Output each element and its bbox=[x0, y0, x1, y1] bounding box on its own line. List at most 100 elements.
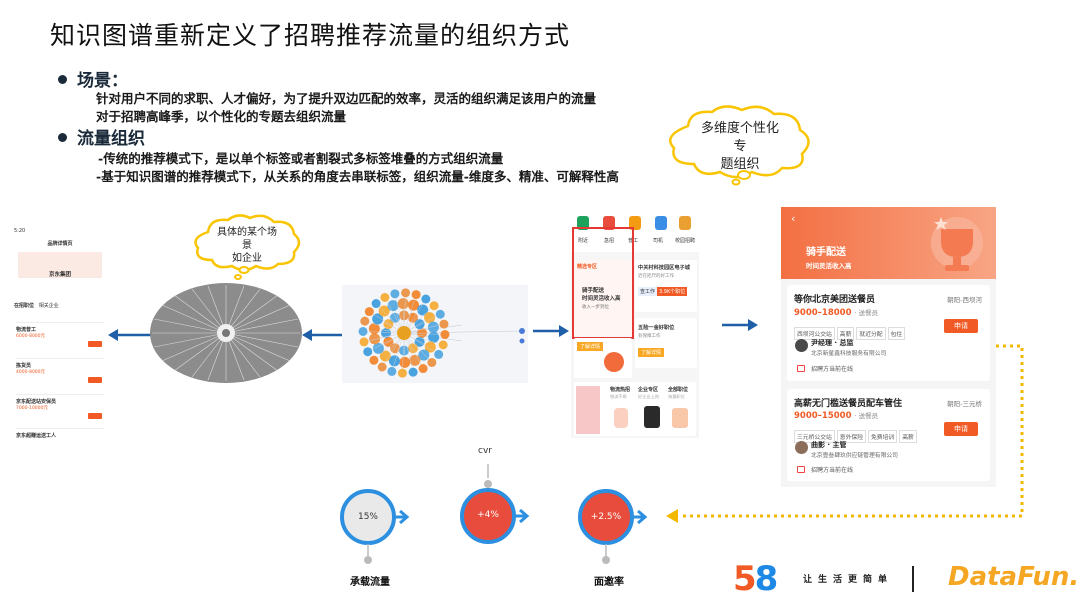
card-title: 中关村科技园区电子城 bbox=[638, 265, 690, 271]
card-title: 五险一金好职位 bbox=[638, 325, 675, 331]
job-salary: 9000–18000 bbox=[794, 308, 852, 318]
card-tech-park[interactable]: 中关村科技园区电子城 近在咫尺的好工作 查工作 3.9K个职位 bbox=[635, 260, 697, 312]
job-tags: 三元桥公交站意外保险免费培训高薪 bbox=[794, 424, 919, 443]
card-button[interactable]: 查工作 bbox=[638, 287, 658, 296]
metric-circle-traffic bbox=[340, 489, 410, 564]
metric-value-traffic: 15% bbox=[357, 512, 378, 522]
bottom-category-row: 物流热招 企业专区 全部职位 物流不断 好企业上岗 海量职位 bbox=[574, 382, 696, 436]
dotted-connector-arrow bbox=[666, 344, 1024, 523]
graph-node bbox=[372, 342, 384, 354]
phone-job-salary: 6000-8000元 bbox=[16, 334, 46, 339]
graph-node bbox=[390, 289, 400, 299]
graph-node bbox=[409, 354, 421, 366]
graph-node bbox=[372, 313, 384, 325]
graph-node bbox=[428, 331, 440, 343]
graph-node bbox=[369, 355, 379, 365]
chat-icon[interactable] bbox=[797, 365, 805, 372]
graph-node bbox=[427, 357, 437, 367]
recruiter-online-status: 招聘方当前在线 bbox=[811, 467, 854, 474]
graph-node bbox=[434, 349, 444, 359]
card-button[interactable]: 了解详情 bbox=[577, 342, 604, 351]
job-card[interactable]: 等你北京美团送餐员 朝阳-西坝河 9000–18000 · 送餐员 西坝河公交站… bbox=[787, 285, 990, 381]
company-name: 北京壹叁肆玖供应链管理有限公司 bbox=[811, 453, 898, 459]
chat-icon[interactable] bbox=[797, 466, 805, 473]
job-tag: 意外保险 bbox=[836, 430, 866, 443]
card-rider-detail[interactable]: 了解详情 bbox=[574, 338, 632, 378]
graph-node bbox=[377, 362, 387, 372]
category-label[interactable]: 企业专区 bbox=[638, 387, 659, 393]
graph-node bbox=[360, 316, 370, 326]
apply-button[interactable]: 申请 bbox=[944, 422, 978, 436]
scene-line-1: 针对用户不同的求职、人才偏好，为了提升双边匹配的效率，灵活的组织满足该用户的流量 bbox=[96, 91, 597, 106]
job-card[interactable]: 高薪无门槛送餐员配车管住 朝阳-三元桥 9000–15000 · 送餐员 三元桥… bbox=[787, 389, 990, 481]
job-tag: 免费培训 bbox=[868, 430, 898, 443]
job-title: 高薪无门槛送餐员配车管住 bbox=[794, 399, 903, 409]
phone-apply-button[interactable] bbox=[88, 341, 102, 347]
phone-apply-button[interactable] bbox=[88, 377, 102, 383]
metric-caption-invite: 面邀率 bbox=[594, 577, 624, 588]
promo-card-rider[interactable]: 精选专区 骑手配送 时间灵活收入高 收入一步到位 bbox=[574, 260, 632, 336]
campus-icon[interactable] bbox=[679, 216, 691, 230]
job-category: · 送餐员 bbox=[854, 309, 879, 317]
phone-status-time: 5:20 bbox=[14, 228, 26, 234]
graph-node bbox=[380, 292, 390, 302]
category-label[interactable]: 全部职位 bbox=[668, 387, 689, 393]
metric-value-cvr: +4% bbox=[477, 510, 499, 520]
graph-node bbox=[411, 290, 421, 300]
cloud-left-text: 具体的某个场景 如企业 bbox=[217, 227, 277, 264]
arrow-right-1 bbox=[533, 325, 569, 337]
phone-apply-button[interactable] bbox=[88, 413, 102, 419]
graph-node bbox=[435, 309, 445, 319]
section-heading-scene: 场景： bbox=[58, 66, 128, 91]
card-subtitle: 近在咫尺的好工作 bbox=[638, 274, 674, 279]
promo-subtitle: 时间灵活收入高 bbox=[582, 296, 621, 302]
highlight-box bbox=[572, 227, 634, 339]
phone-tabs: 在招职位 相关企业 bbox=[14, 302, 106, 309]
phone-job-title: 物流普工 bbox=[16, 327, 37, 333]
phone-tab-related[interactable]: 相关企业 bbox=[38, 303, 59, 309]
recruiter-name: 曲影 · 主管 bbox=[811, 441, 847, 449]
scene-line-2: 对于招聘高峰季，以个性化的专题去组织流量 bbox=[96, 109, 347, 124]
nearby-icon[interactable] bbox=[577, 216, 589, 230]
datafun-logo: DataFun. bbox=[948, 562, 1080, 592]
topic-subtitle: 时间灵活收入高 bbox=[806, 262, 852, 270]
app-icon-row: 附近 急招 普工 司机 校园招聘 bbox=[571, 210, 699, 252]
phone-job-row[interactable]: 拣货员 4000-8000元 bbox=[16, 358, 104, 392]
arrow-left-2 bbox=[302, 329, 346, 341]
card-badge: 3.9K个职位 bbox=[657, 287, 688, 296]
phone-tab-jobs[interactable]: 在招职位 bbox=[14, 303, 35, 309]
category-sub: 好企业上岗 bbox=[638, 394, 659, 399]
driver-icon[interactable] bbox=[655, 216, 667, 230]
graph-node bbox=[383, 336, 394, 347]
worker-icon[interactable] bbox=[629, 216, 641, 230]
job-tag: 西坝河公交站 bbox=[794, 327, 835, 340]
section-heading-traffic: 流量组织 bbox=[58, 124, 145, 149]
apply-button[interactable]: 申请 bbox=[944, 319, 978, 333]
job-tag: 高薪 bbox=[836, 327, 855, 340]
job-tags: 西坝河公交站高薪就近分配包住 bbox=[794, 321, 907, 340]
phone-job-row[interactable]: 京东超赚运送工人 bbox=[16, 428, 104, 444]
phone-job-title: 京东配送站安保员 bbox=[16, 399, 57, 405]
metric-circle-cvr bbox=[460, 464, 530, 544]
phone-job-row[interactable]: 物流普工 6000-8000元 bbox=[16, 322, 104, 356]
metric-circle-invite bbox=[578, 489, 648, 564]
category-label[interactable]: 物流热招 bbox=[610, 387, 631, 393]
bullet-dot bbox=[58, 132, 67, 142]
graph-node bbox=[388, 355, 400, 367]
card-button[interactable]: 了解详情 bbox=[638, 348, 665, 357]
phone-page-title: 品牌详情页 bbox=[47, 241, 73, 247]
urgent-icon[interactable] bbox=[603, 216, 615, 230]
graph-node bbox=[417, 304, 429, 316]
slogan: 让生活更简单 bbox=[803, 575, 894, 585]
phone-job-row[interactable]: 京东配送站安保员 7000-10000元 bbox=[16, 394, 104, 428]
cloud-callout-top bbox=[669, 105, 810, 186]
graph-node bbox=[418, 364, 428, 374]
rider-topic-screenshot: ‹ 骑手配送 时间灵活收入高 等你北京美团送餐员 朝阳-西坝河 9000–180… bbox=[781, 207, 996, 487]
job-location: 朝阳-西坝河 bbox=[947, 296, 982, 304]
card-benefits[interactable]: 五险一金好职位 有保障工作 了解详情 bbox=[635, 318, 697, 368]
traffic-line-1: -传统的推荐模式下，是以单个标签或者割裂式多标签堆叠的方式组织流量 bbox=[98, 151, 504, 166]
back-icon[interactable]: ‹ bbox=[791, 212, 796, 225]
graph-node bbox=[397, 298, 409, 310]
brand-detail-phone-screenshot: 5:20 品牌详情页 京东集团 在招职位 相关企业 物流普工 6000-8000… bbox=[12, 226, 108, 444]
category-image bbox=[672, 408, 688, 428]
